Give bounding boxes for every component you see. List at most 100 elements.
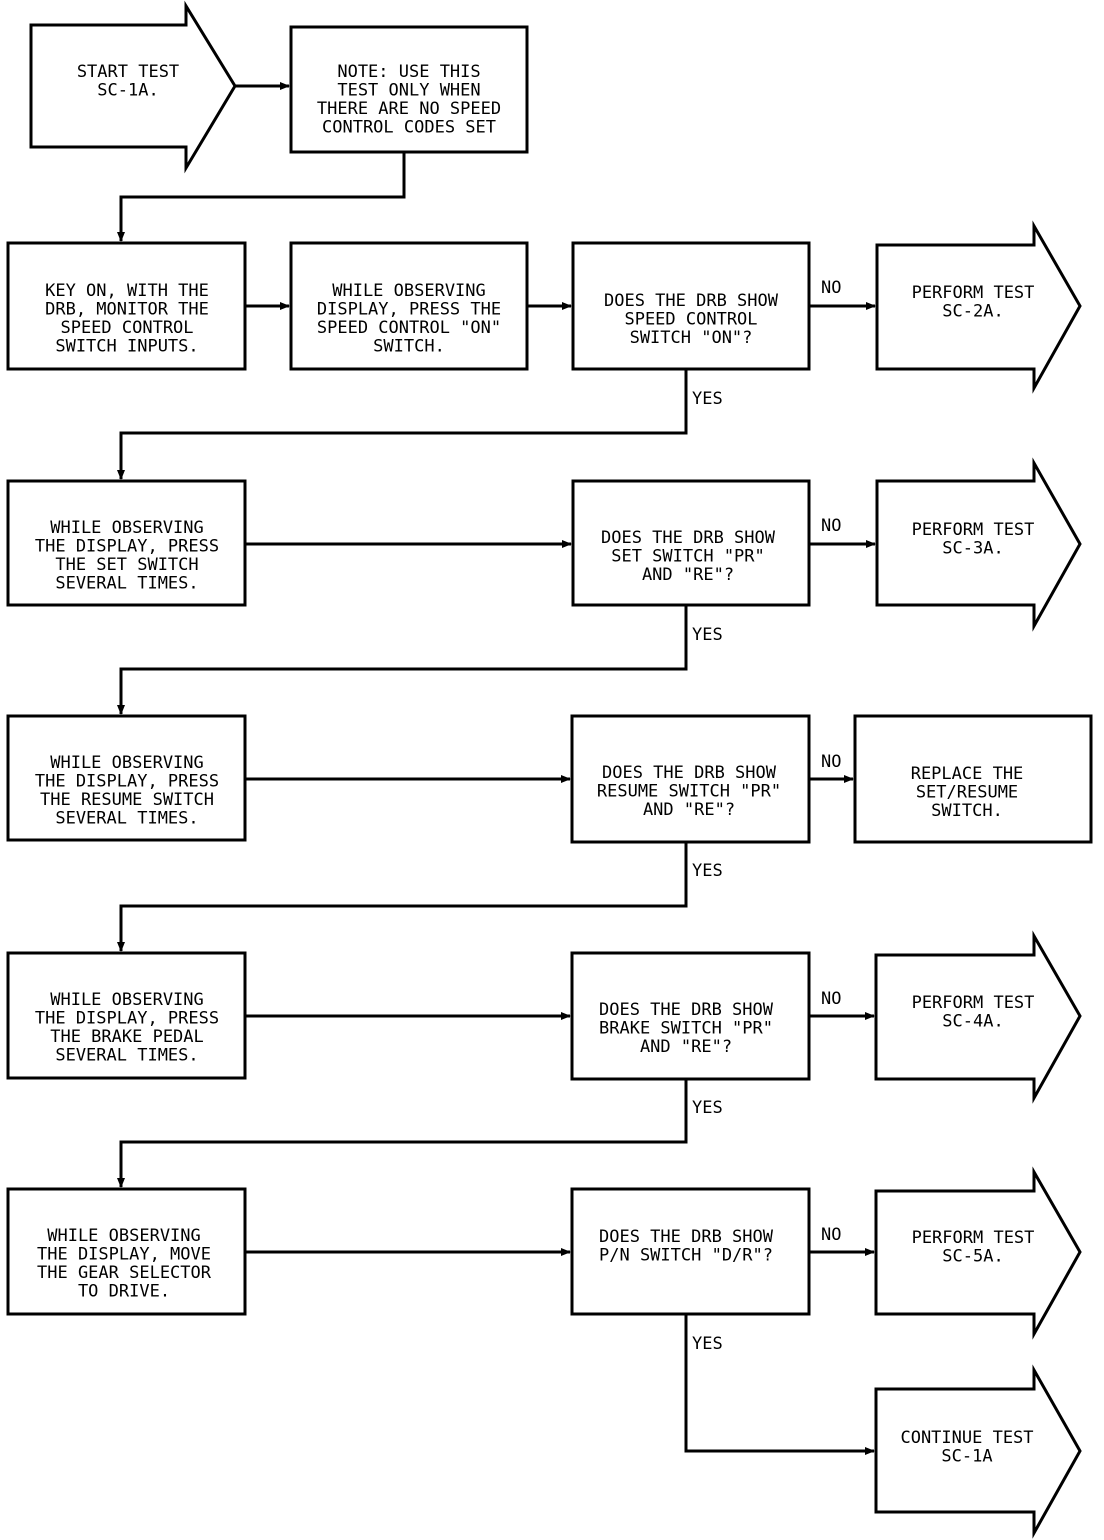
node-text-line: AND "RE"? (642, 565, 734, 585)
node-text-line: CONTROL CODES SET (322, 118, 496, 138)
node-text-line: SEVERAL TIMES. (55, 574, 198, 594)
node-text-line: NOTE: USE THIS (337, 62, 480, 82)
node-text-line: SEVERAL TIMES. (55, 1046, 198, 1066)
node-text-line: THE BRAKE PEDAL (50, 1027, 204, 1047)
node-text-line: DOES THE DRB SHOW (602, 763, 777, 783)
node-text-line: THE DISPLAY, MOVE (37, 1245, 211, 1265)
node-text-line: SWITCH. (931, 801, 1003, 821)
node-text-line: SC-4A. (942, 1012, 1003, 1032)
edge-qpn-yes (684, 1314, 875, 1455)
node-text-line: WHILE OBSERVING (332, 281, 486, 301)
label-yes-1: YES (692, 389, 723, 409)
label-yes-2: YES (692, 625, 723, 645)
node-text-line: SWITCH "ON"? (630, 328, 753, 348)
node-text-line: WHILE OBSERVING (50, 518, 204, 538)
node-text-line: THERE ARE NO SPEED (317, 99, 501, 119)
node-text-line: AND "RE"? (640, 1037, 732, 1057)
node-text-line: AND "RE"? (643, 800, 735, 820)
node-text-line: DOES THE DRB SHOW (599, 1000, 774, 1020)
label-yes-3: YES (692, 861, 723, 881)
node-text-line: SPEED CONTROL (60, 318, 193, 338)
node-text-line: DOES THE DRB SHOW (601, 528, 776, 548)
node-text-line: SWITCH. (373, 337, 445, 357)
node-text-line: PERFORM TEST (912, 520, 1035, 540)
node-text-line: P/N SWITCH "D/R"? (599, 1246, 773, 1266)
node-text-line: KEY ON, WITH THE (45, 281, 209, 301)
node-text-line: DRB, MONITOR THE (45, 300, 209, 320)
label-yes-4: YES (692, 1098, 723, 1118)
node-text-line: TEST ONLY WHEN (337, 81, 480, 101)
edge-note-keyon (117, 152, 406, 242)
node-text-line: THE DISPLAY, PRESS (35, 537, 219, 557)
edge-qon-yes (117, 369, 688, 480)
node-text-line: PERFORM TEST (912, 993, 1035, 1013)
node-text-line: THE RESUME SWITCH (40, 790, 214, 810)
node-text-line: WHILE OBSERVING (47, 1226, 201, 1246)
node-text-line: REPLACE THE (911, 764, 1024, 784)
label-no-1: NO (821, 278, 841, 298)
node-text-line: BRAKE SWITCH "PR" (599, 1019, 773, 1039)
node-text-line: WHILE OBSERVING (50, 990, 204, 1010)
node-text-line: SET SWITCH "PR" (611, 547, 765, 567)
node-text-line: TO DRIVE. (78, 1282, 170, 1302)
node-text-line: SC-2A. (942, 302, 1003, 322)
node-text-line: PERFORM TEST (912, 283, 1035, 303)
node-text-line: SET/RESUME (916, 783, 1018, 803)
node-text-line: WHILE OBSERVING (50, 753, 204, 773)
node-text-line: THE DISPLAY, PRESS (35, 772, 219, 792)
node-text-line: DOES THE DRB SHOW (599, 1227, 774, 1247)
node-text-line: SC-1A (941, 1447, 992, 1467)
label-no-5: NO (821, 1225, 841, 1245)
node-text-line: START TEST (77, 62, 179, 82)
node-text-line: SPEED CONTROL (624, 310, 757, 330)
edge-qbrake-yes (117, 1079, 688, 1188)
node-text-line: PERFORM TEST (912, 1228, 1035, 1248)
node-text-line: SWITCH INPUTS. (55, 337, 198, 357)
node-text-line: DISPLAY, PRESS THE (317, 300, 501, 320)
node-text-line: THE SET SWITCH (55, 555, 198, 575)
node-text-line: SC-1A. (97, 81, 158, 101)
node-text-line: SPEED CONTROL "ON" (317, 318, 501, 338)
node-text-line: RESUME SWITCH "PR" (597, 782, 781, 802)
label-no-2: NO (821, 516, 841, 536)
node-text-line: SC-3A. (942, 539, 1003, 559)
label-no-3: NO (821, 752, 841, 772)
label-yes-5: YES (692, 1334, 723, 1354)
node-text-line: CONTINUE TEST (900, 1428, 1033, 1448)
edge-qresume-yes (117, 842, 688, 952)
